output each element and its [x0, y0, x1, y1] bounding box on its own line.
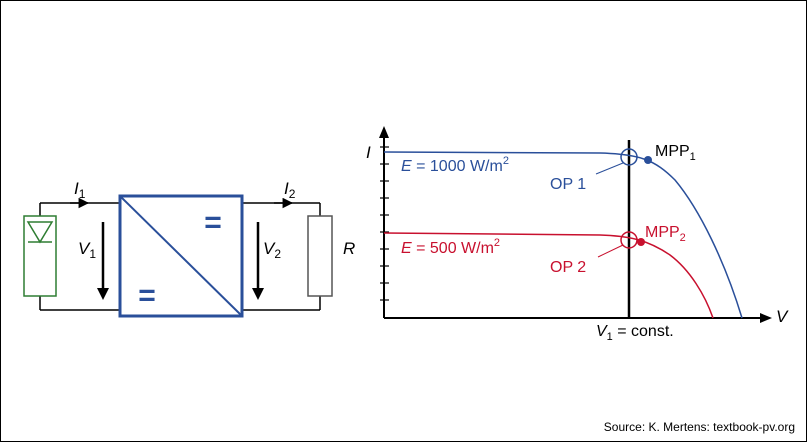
mpp2-label: MPP2 — [645, 224, 686, 244]
op1-label: OP 1 — [550, 176, 586, 193]
constant-voltage-label: V1 = const. — [596, 323, 674, 343]
y-axis-label: I — [366, 143, 371, 162]
op1-marker — [620, 148, 638, 166]
load-resistor — [307, 215, 333, 297]
curve-1000 — [383, 151, 743, 319]
curve-500 — [383, 232, 714, 319]
label-current-in: I1 — [74, 179, 86, 201]
iv-plot: I V E = 1000 W/m2 E = 500 W/m2 OP 1 OP 2… — [366, 126, 789, 343]
label-voltage-in: V1 — [78, 239, 96, 261]
curve-1000-label: E = 1000 W/m2 — [401, 155, 509, 175]
label-current-out: I2 — [284, 179, 296, 201]
op2-marker — [620, 231, 638, 249]
dc-dc-converter: = = — [118, 194, 244, 318]
converter-symbol-bottom: = — [138, 279, 156, 312]
converter-symbol-top: = — [204, 206, 222, 239]
curve-500-label: E = 500 W/m2 — [401, 237, 500, 257]
mpp1-dot — [644, 156, 652, 164]
op2-label: OP 2 — [550, 259, 586, 276]
label-load: R — [343, 239, 355, 258]
x-axis-label: V — [776, 307, 789, 326]
pv-cell-icon — [23, 215, 57, 297]
source-credit: Source: K. Mertens: textbook-pv.org — [603, 420, 795, 434]
y-axis-ticks — [380, 146, 389, 301]
circuit: = = I1 V1 I2 V2 R — [23, 179, 355, 318]
mpp2-dot — [637, 238, 645, 246]
mpp1-label: MPP1 — [655, 143, 696, 163]
label-voltage-out: V2 — [263, 239, 281, 261]
